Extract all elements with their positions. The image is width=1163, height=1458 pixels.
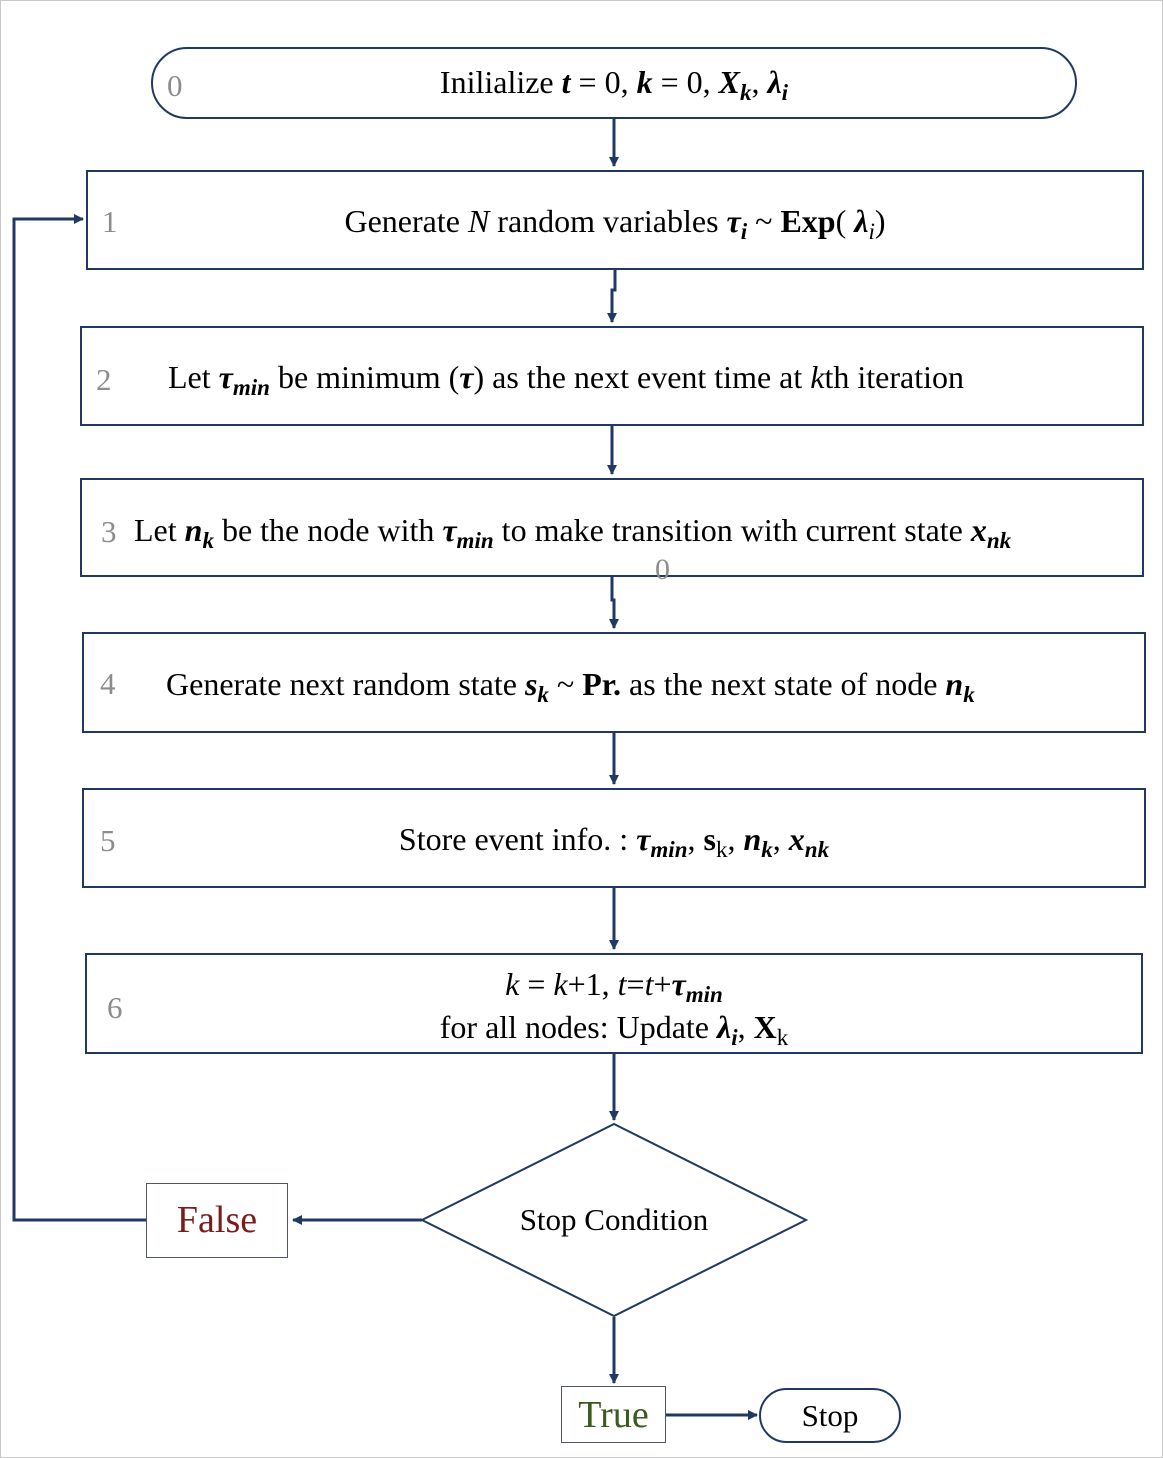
true-label: True xyxy=(578,1394,649,1436)
true-label-box: True xyxy=(561,1386,666,1443)
init-text: Inilialize t = 0, k = 0, Xk, λi xyxy=(439,64,789,105)
step4-node: 4 Generate next random state sk ~ Pr. as… xyxy=(82,632,1146,733)
step6-node: 6 k = k+1, t=t+τmin for all nodes: Updat… xyxy=(85,953,1143,1054)
step2-node: 2 Let τmin be minimum (τ) as the next ev… xyxy=(80,326,1144,426)
stop-node: Stop xyxy=(759,1388,901,1443)
false-label-box: False xyxy=(146,1183,288,1258)
step2-text: Let τmin be minimum (τ) as the next even… xyxy=(168,359,964,400)
decision-label: Stop Condition xyxy=(519,1202,709,1237)
step-number: 4 xyxy=(100,666,116,701)
arrow-step3-to-step4 xyxy=(609,577,619,629)
step5-text: Store event info. : τmin, sk, nk, xnk xyxy=(398,821,830,862)
step-number: 0 xyxy=(167,68,183,103)
step-number: 3 xyxy=(101,514,117,549)
step3-text: Let nk be the node with τmin to make tra… xyxy=(134,512,1012,553)
step-number: 2 xyxy=(96,362,112,397)
step1-text: Generate N random variables τi ~ Exp( λi… xyxy=(344,203,886,244)
step6-line2: for all nodes: Update λi, Xk xyxy=(439,1009,789,1050)
step3-node: 3 Let nk be the node with τmin to make t… xyxy=(80,478,1144,577)
arrow-step1-to-step2 xyxy=(607,270,617,323)
stray-number: 0 xyxy=(655,553,670,586)
step-number: 6 xyxy=(107,990,123,1025)
step6-line1: k = k+1, t=t+τmin xyxy=(505,966,723,1007)
arrow-false-loop-to-step1 xyxy=(12,214,146,1222)
step4-text: Generate next random state sk ~ Pr. as t… xyxy=(166,666,975,707)
step-number: 5 xyxy=(100,823,116,858)
step-number: 1 xyxy=(102,204,118,239)
init-node: 0 Inilialize t = 0, k = 0, Xk, λi xyxy=(151,47,1077,119)
step1-node: 1 Generate N random variables τi ~ Exp( … xyxy=(86,170,1144,270)
false-label: False xyxy=(176,1199,258,1241)
decision-diamond xyxy=(419,1122,809,1318)
step5-node: 5 Store event info. : τmin, sk, nk, xnk xyxy=(82,788,1146,888)
stop-label: Stop xyxy=(801,1398,859,1433)
